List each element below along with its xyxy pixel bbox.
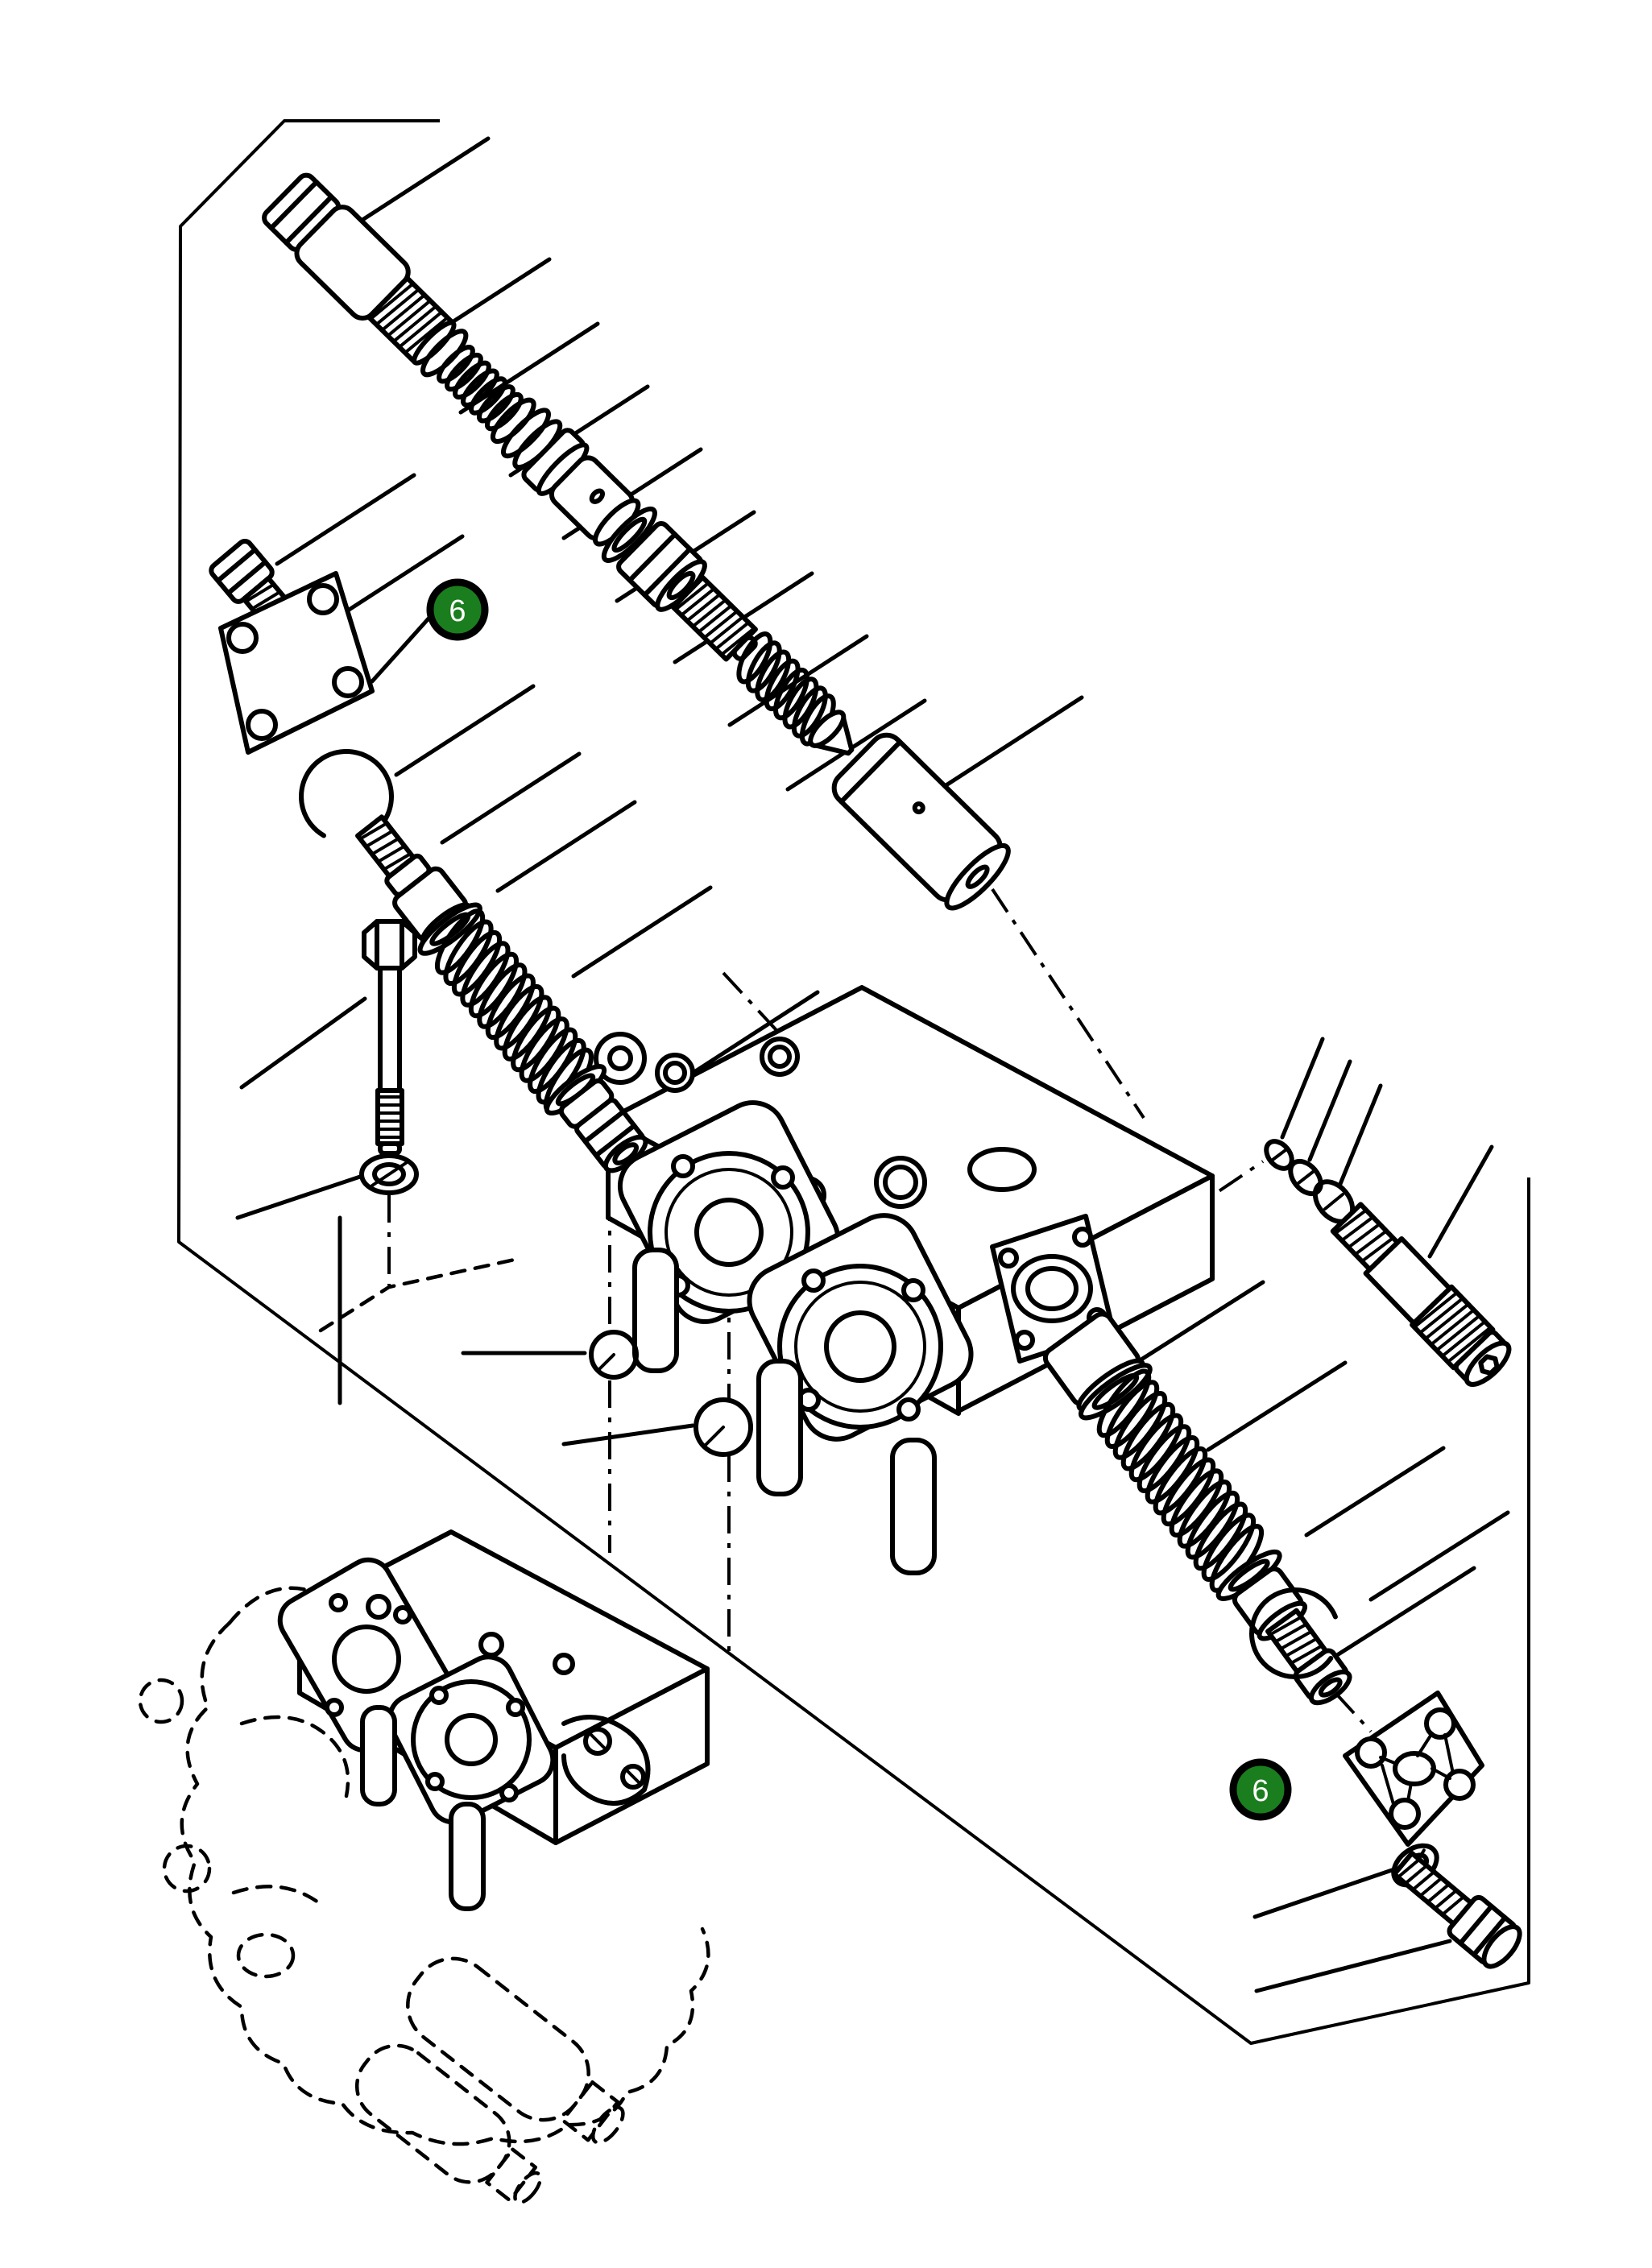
view-frame xyxy=(177,119,1530,2045)
socket-head-plug xyxy=(1330,1202,1512,1387)
spool-nut xyxy=(574,1098,648,1173)
callout-circle[interactable] xyxy=(1229,1758,1292,1821)
control-spool-front xyxy=(355,814,648,1173)
callout-label: 6 xyxy=(1252,1774,1269,1808)
second-valve-section xyxy=(277,1529,710,1911)
poppet-cone xyxy=(808,710,855,756)
spool-o-ring-large xyxy=(1249,1587,1341,1679)
callout-label: 6 xyxy=(449,594,466,628)
rear-cover-plate xyxy=(1343,1691,1484,1847)
leader-lines-port-plug-axis xyxy=(1280,1037,1494,1259)
part-callout-6-front[interactable]: 6 xyxy=(426,578,489,641)
rear-cover-bolt xyxy=(1392,1850,1522,1969)
part-callout-6-rear[interactable]: 6 xyxy=(1229,1758,1292,1821)
port-o-rings xyxy=(1264,1139,1356,1224)
ghost-cylinder-2 xyxy=(354,2043,543,2205)
mounting-plane-dashed-lines xyxy=(318,1256,524,1333)
front-cover-plate xyxy=(218,571,375,755)
callout-leader-1 xyxy=(370,616,431,684)
callout-circle[interactable] xyxy=(426,578,489,641)
hydraulic-housing-ghost xyxy=(138,1571,710,2205)
flat-washer xyxy=(601,506,657,563)
valve-sleeve xyxy=(831,732,1011,911)
spool-spring-rear xyxy=(1096,1368,1265,1593)
hex-nut xyxy=(616,520,707,612)
relief-valve-plug xyxy=(262,172,457,366)
control-spool-rear xyxy=(1042,1311,1352,1706)
body-o-ring-small xyxy=(589,1330,639,1380)
through-bolt-washer xyxy=(359,1153,419,1195)
shim-stack xyxy=(437,345,536,445)
body-o-ring-large xyxy=(694,1397,753,1457)
spacer-sleeve xyxy=(549,455,641,547)
through-bolt xyxy=(362,919,417,1156)
spool-spring-front xyxy=(434,908,594,1115)
leader-lines-rear-spool-axis xyxy=(1124,1280,1510,1993)
main-valve-body xyxy=(594,985,1215,1575)
leader-lines-relief-axis xyxy=(349,136,1084,792)
relief-valve-axis xyxy=(262,172,1011,911)
ghost-cylinder-1 xyxy=(406,1956,625,2145)
